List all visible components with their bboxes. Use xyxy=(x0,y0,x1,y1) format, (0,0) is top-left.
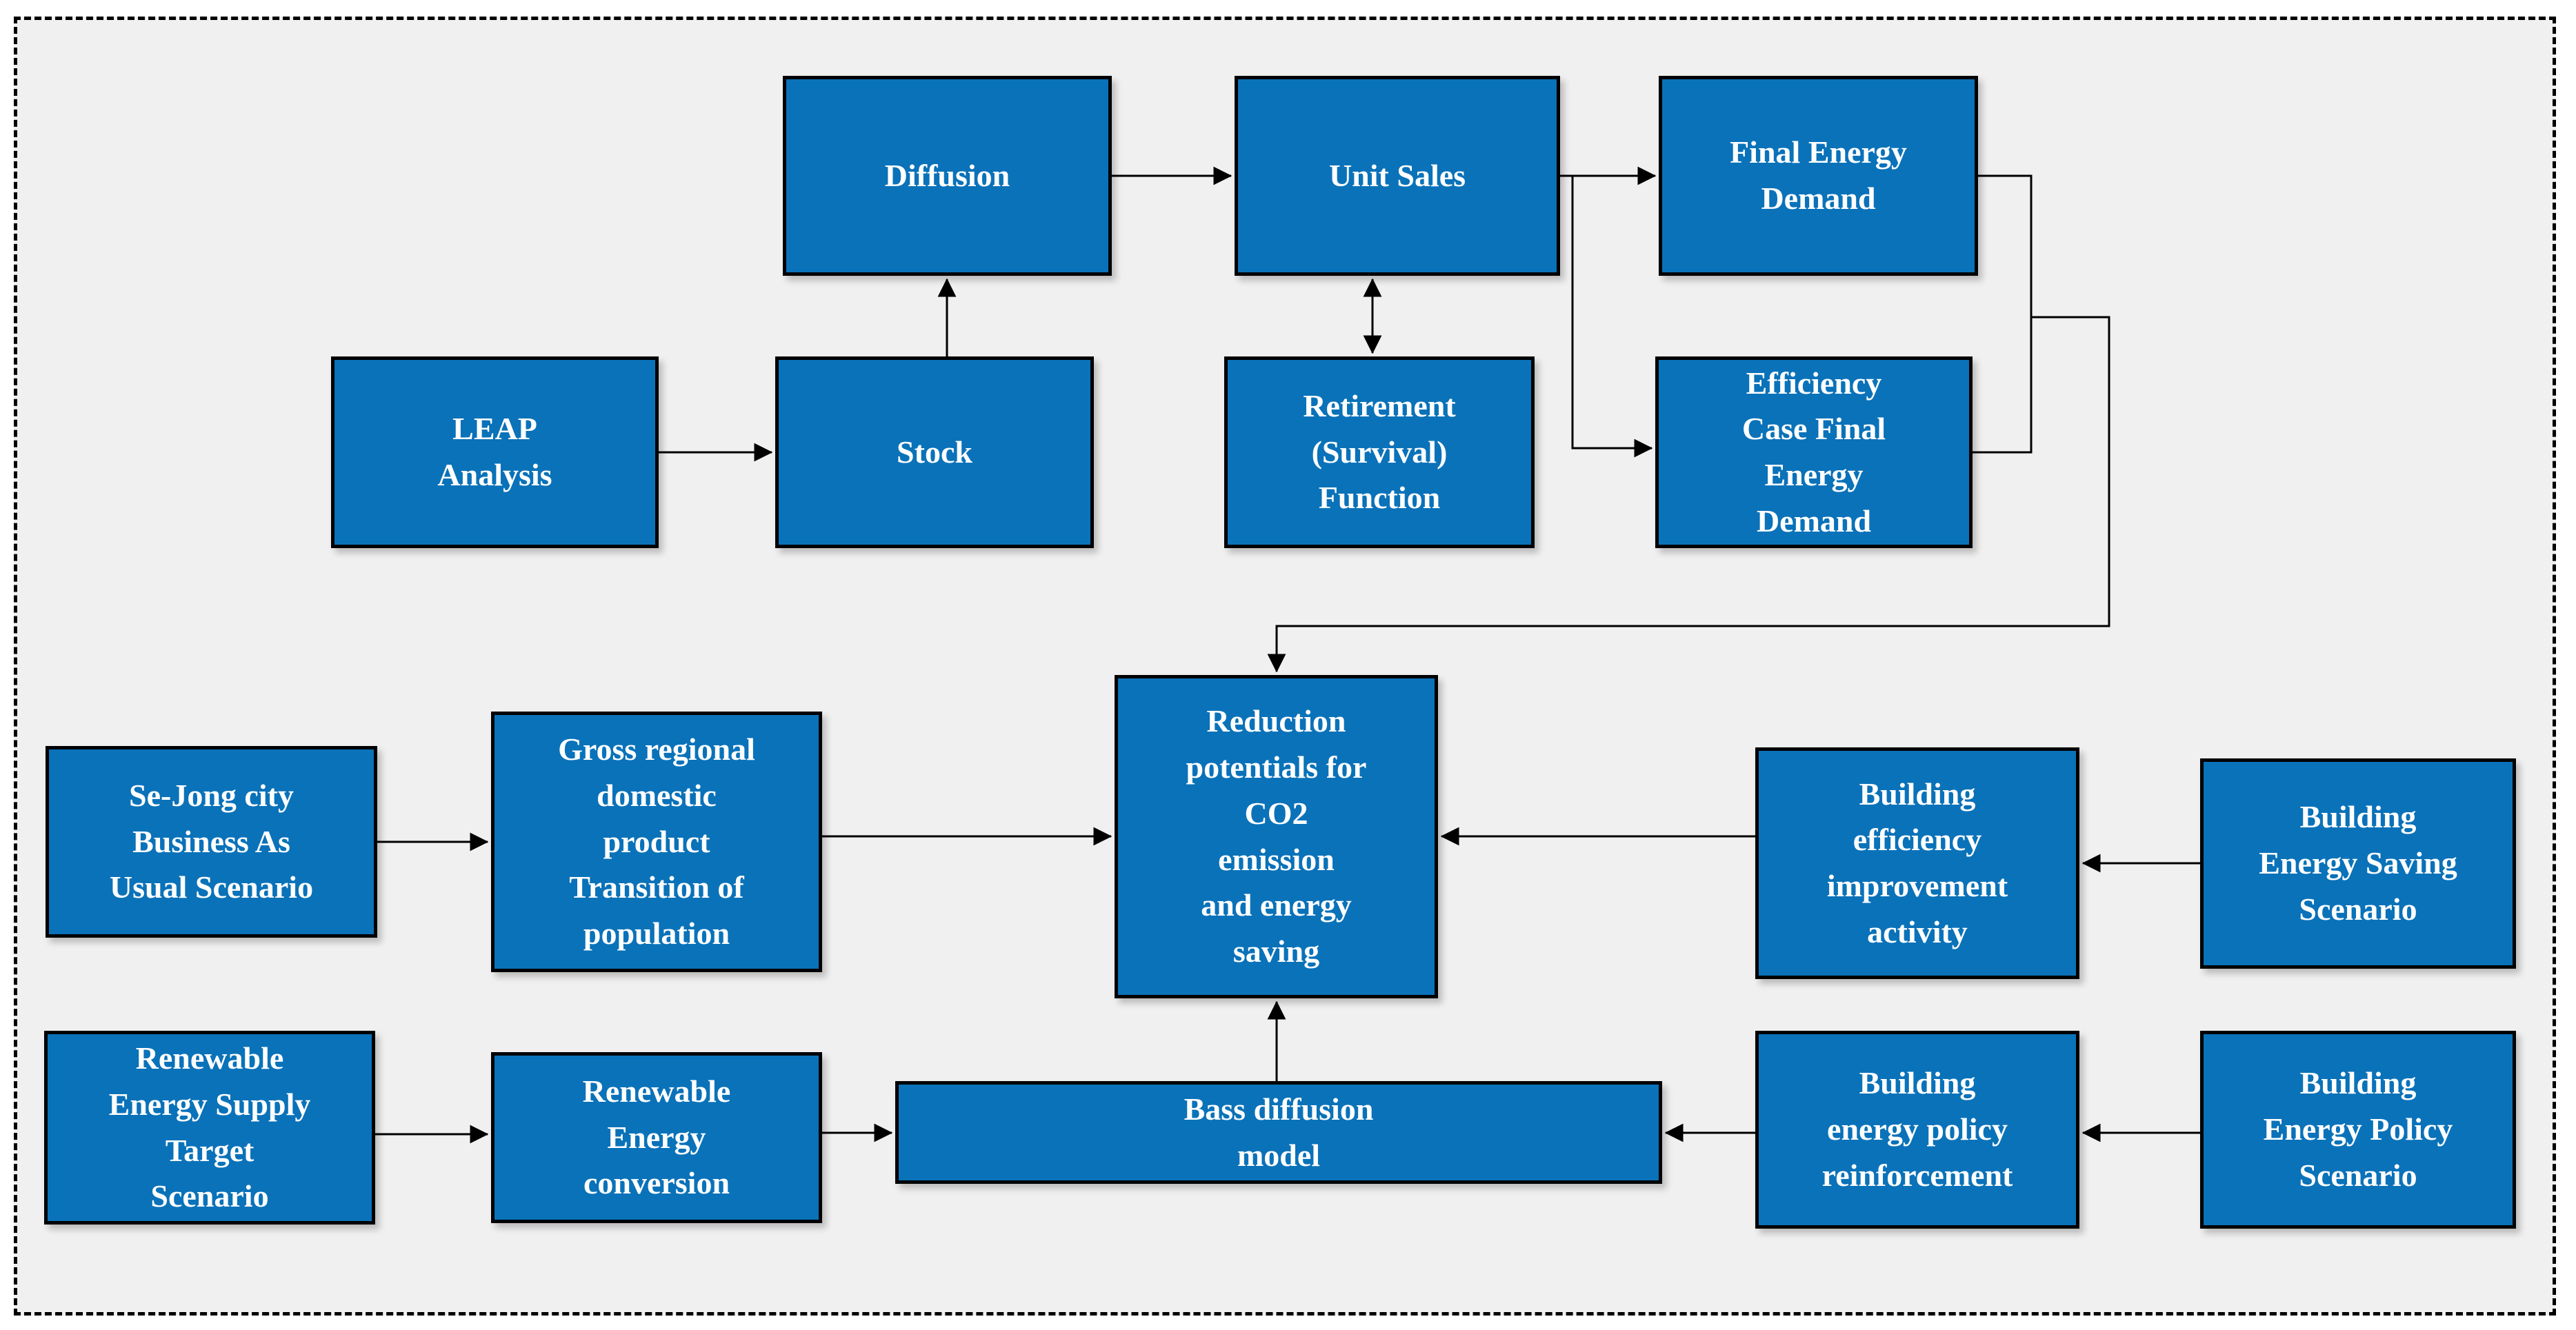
node-bass-diffusion-model: Bass diffusion model xyxy=(895,1081,1662,1184)
node-retirement-survival-function-label: Retirement (Survival) Function xyxy=(1303,387,1456,516)
node-reduction-potentials: Reduction potentials for CO2 emission an… xyxy=(1115,675,1438,998)
node-renewable-supply-target-scenario: Renewable Energy Supply Target Scenario xyxy=(44,1031,375,1225)
node-leap-analysis-label: LEAP Analysis xyxy=(437,411,552,492)
node-building-efficiency-improvement: Building efficiency improvement activity xyxy=(1755,747,2079,979)
node-policy-reinforcement-label: Building energy policy reinforcement xyxy=(1821,1065,2013,1193)
node-stock-label: Stock xyxy=(897,434,972,470)
node-sejong-bau-scenario: Se-Jong city Business As Usual Scenario xyxy=(46,746,377,938)
node-renewable-supply-label: Renewable Energy Supply Target Scenario xyxy=(108,1040,311,1214)
node-diffusion: Diffusion xyxy=(783,76,1112,276)
node-building-efficiency-label: Building efficiency improvement activity xyxy=(1826,776,2008,949)
node-renewable-conversion-label: Renewable Energy conversion xyxy=(582,1073,731,1201)
node-sejong-bau-scenario-label: Se-Jong city Business As Usual Scenario xyxy=(109,777,314,905)
edge-output-merge-bracket xyxy=(1973,174,2033,454)
node-policy-scenario-label: Building Energy Policy Scenario xyxy=(2263,1065,2453,1193)
node-efficiency-case-final-energy-demand: Efficiency Case Final Energy Demand xyxy=(1655,356,1973,548)
node-final-energy-demand-label: Final Energy Demand xyxy=(1730,134,1907,216)
node-retirement-survival-function: Retirement (Survival) Function xyxy=(1224,356,1535,548)
node-unit-sales: Unit Sales xyxy=(1235,76,1560,276)
node-gross-regional-domestic-product: Gross regional domestic product Transiti… xyxy=(491,712,822,972)
node-diffusion-label: Diffusion xyxy=(884,157,1010,193)
node-renewable-energy-conversion: Renewable Energy conversion xyxy=(491,1052,822,1223)
node-efficiency-case-label: Efficiency Case Final Energy Demand xyxy=(1741,365,1886,538)
node-bass-diffusion-label: Bass diffusion model xyxy=(1184,1091,1374,1173)
node-leap-analysis: LEAP Analysis xyxy=(331,356,659,548)
edge-merged-to-reduction xyxy=(1267,316,2110,673)
node-stock: Stock xyxy=(775,356,1094,548)
node-building-energy-policy-scenario: Building Energy Policy Scenario xyxy=(2200,1031,2516,1229)
node-final-energy-demand: Final Energy Demand xyxy=(1659,76,1978,276)
edge-unit-sales-to-efficiency-case xyxy=(1571,176,1653,458)
node-reduction-potentials-label: Reduction potentials for CO2 emission an… xyxy=(1186,703,1367,969)
node-unit-sales-label: Unit Sales xyxy=(1328,157,1466,193)
node-building-energy-policy-reinforcement: Building energy policy reinforcement xyxy=(1755,1031,2079,1229)
node-building-energy-saving-scenario: Building Energy Saving Scenario xyxy=(2200,758,2516,969)
node-building-energy-saving-label: Building Energy Saving Scenario xyxy=(2259,799,2457,927)
node-gross-regional-label: Gross regional domestic product Transiti… xyxy=(558,732,755,951)
